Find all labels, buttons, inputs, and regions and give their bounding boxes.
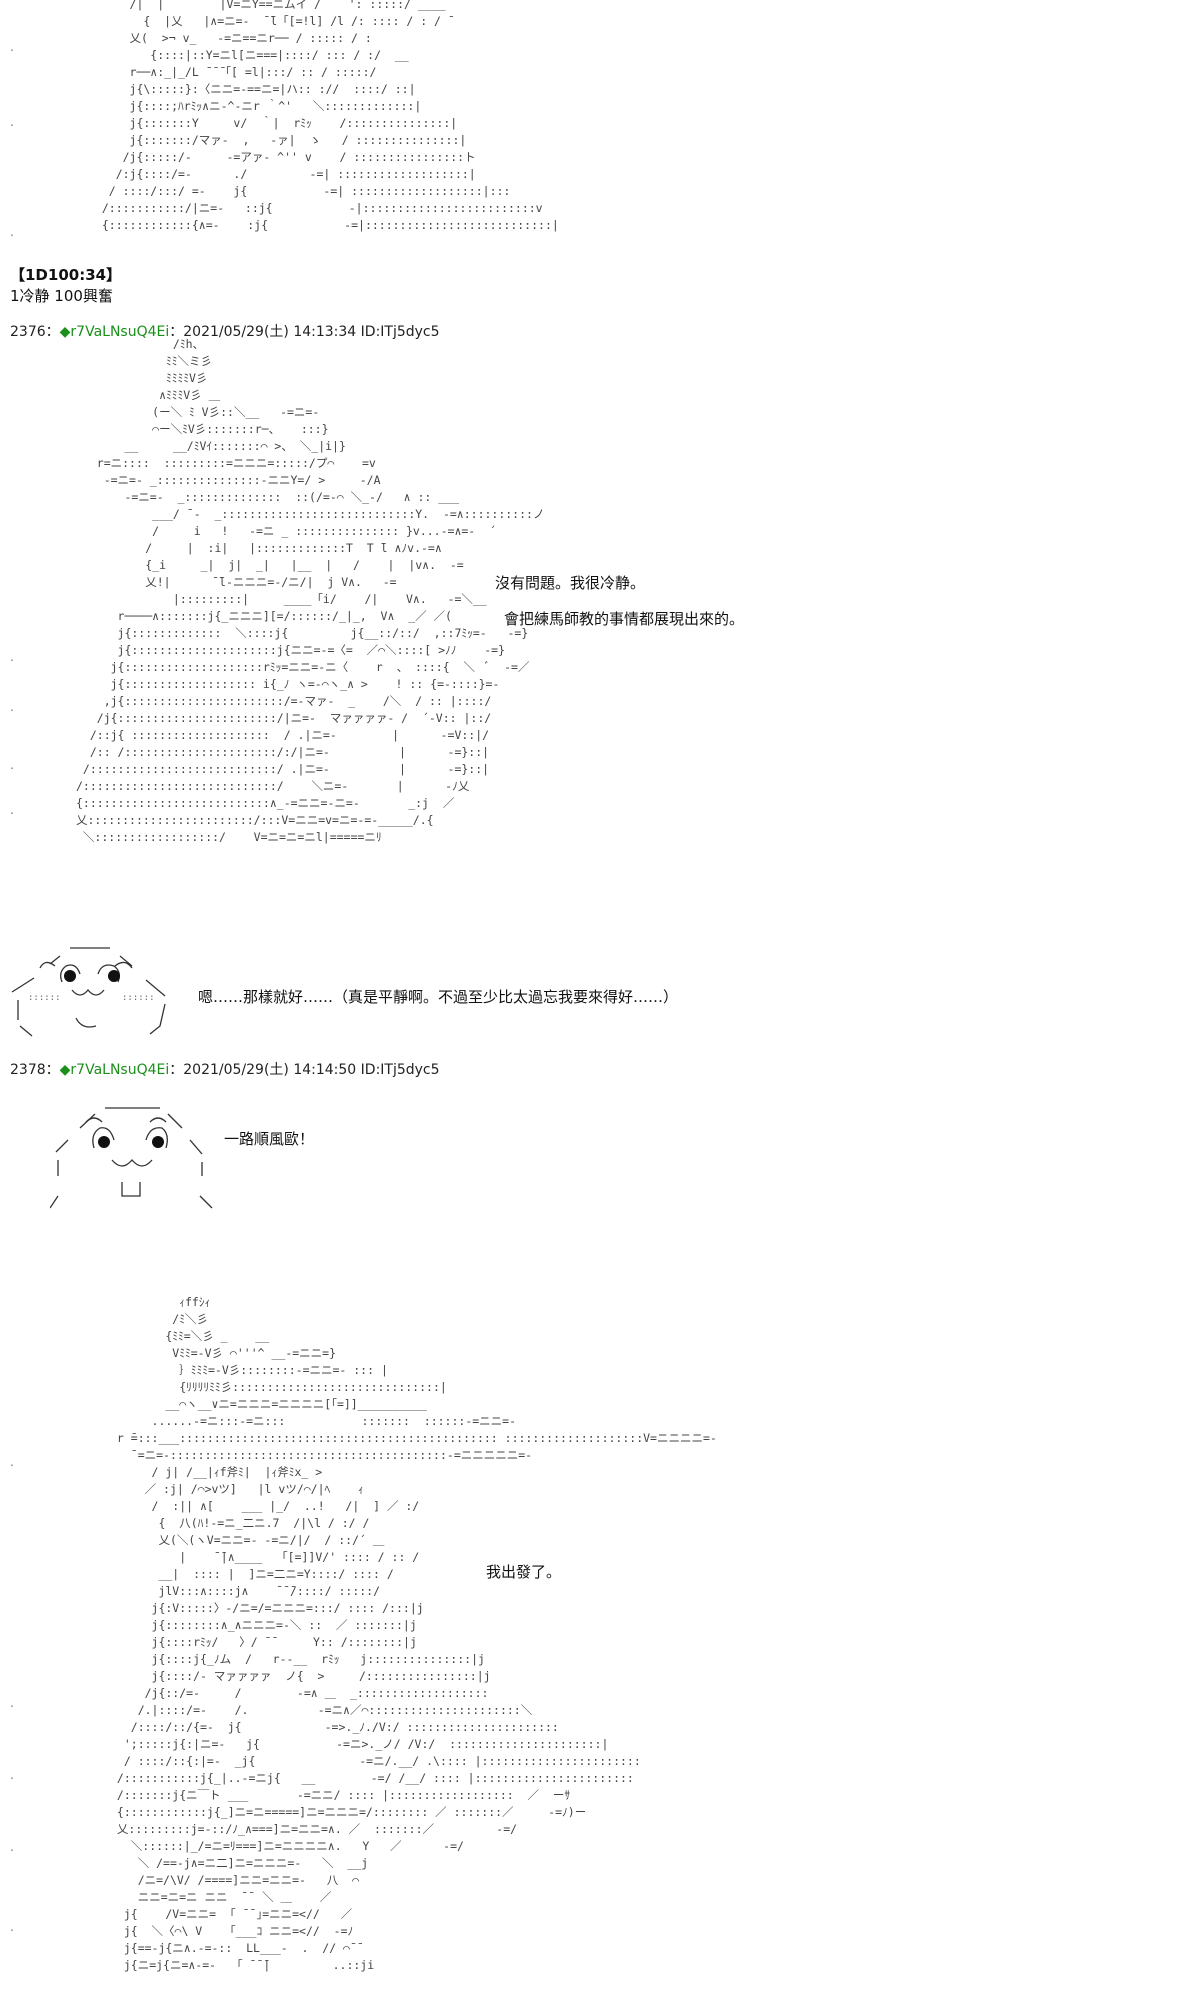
svg-text:::::::: ::::::: [122, 993, 155, 1003]
vote-block: 【1D100:34】 1冷静 100興奮: [10, 264, 121, 306]
ascii-art-middle: /ﾐh、 ﾐﾐ＼ミ彡 ﾐﾐﾐﾐV彡 ∧ﾐﾐﾐV彡 ＿ (ー＼ ﾐ V彡::＼__…: [76, 337, 545, 844]
margin-dot: .: [10, 225, 14, 239]
post-number[interactable]: 2378: [10, 1062, 46, 1078]
post-header: 2378：◆r7VaLNsuQ4Ei：2021/05/29(土) 14:14:5…: [10, 1059, 440, 1079]
dialogue-line: 沒有問題。我很冷静。: [495, 574, 646, 592]
margin-dot: .: [10, 1455, 14, 1469]
margin-dot: .: [10, 1920, 14, 1934]
margin-dot: .: [10, 1696, 14, 1710]
ascii-art-top: /| | |V=ニY==ニムイ / ': :::::/ ____ { |乂 |∧…: [101, 0, 559, 232]
small-face-art: :::::: ::::::: [11, 947, 166, 1037]
post-number[interactable]: 2376: [10, 324, 46, 340]
margin-dot: .: [10, 758, 14, 772]
vote-title: 【1D100:34】: [10, 266, 122, 284]
margin-dot: .: [10, 115, 14, 129]
post-meta: ：2021/05/29(土) 14:14:50 ID:ITj5dyc5: [169, 1062, 440, 1078]
margin-dot: .: [10, 1840, 14, 1854]
post-header: 2376：◆r7VaLNsuQ4Ei：2021/05/29(土) 14:13:3…: [10, 321, 440, 341]
svg-text:::::::: ::::::: [28, 993, 61, 1003]
trip-diamond-icon: ◆: [59, 1062, 71, 1078]
trip-diamond-icon: ◆: [59, 324, 71, 340]
post-meta: ：2021/05/29(土) 14:13:34 ID:ITj5dyc5: [169, 324, 440, 340]
margin-dot: .: [10, 803, 14, 817]
dialogue-line: 會把練馬師教的事情都展現出來的。: [504, 610, 745, 628]
margin-dot: .: [10, 40, 14, 54]
margin-dot: .: [10, 700, 14, 714]
ascii-art-bottom: ｨffｼｨ /ﾐ＼彡 {ﾐﾐ=＼彡 _ __ Vﾐﾐ=-V彡 ⌒'''^ __-…: [116, 1295, 717, 1972]
poster-trip[interactable]: r7VaLNsuQ4Ei: [70, 324, 170, 340]
margin-dot: .: [10, 650, 14, 664]
poster-trip[interactable]: r7VaLNsuQ4Ei: [70, 1062, 170, 1078]
small-face-art-2: [50, 1107, 213, 1209]
dialogue-line: 我出發了。: [486, 1563, 562, 1581]
dialogue-line: 嗯……那樣就好……（真是平靜啊。不過至少比太過忘我要來得好……）: [198, 988, 679, 1006]
post-separator: ：: [45, 1062, 60, 1078]
vote-line: 1冷静 100興奮: [10, 287, 113, 305]
margin-dot: .: [10, 1768, 14, 1782]
dialogue-line: 一路順風歐！: [224, 1130, 315, 1148]
post-separator: ：: [45, 324, 60, 340]
